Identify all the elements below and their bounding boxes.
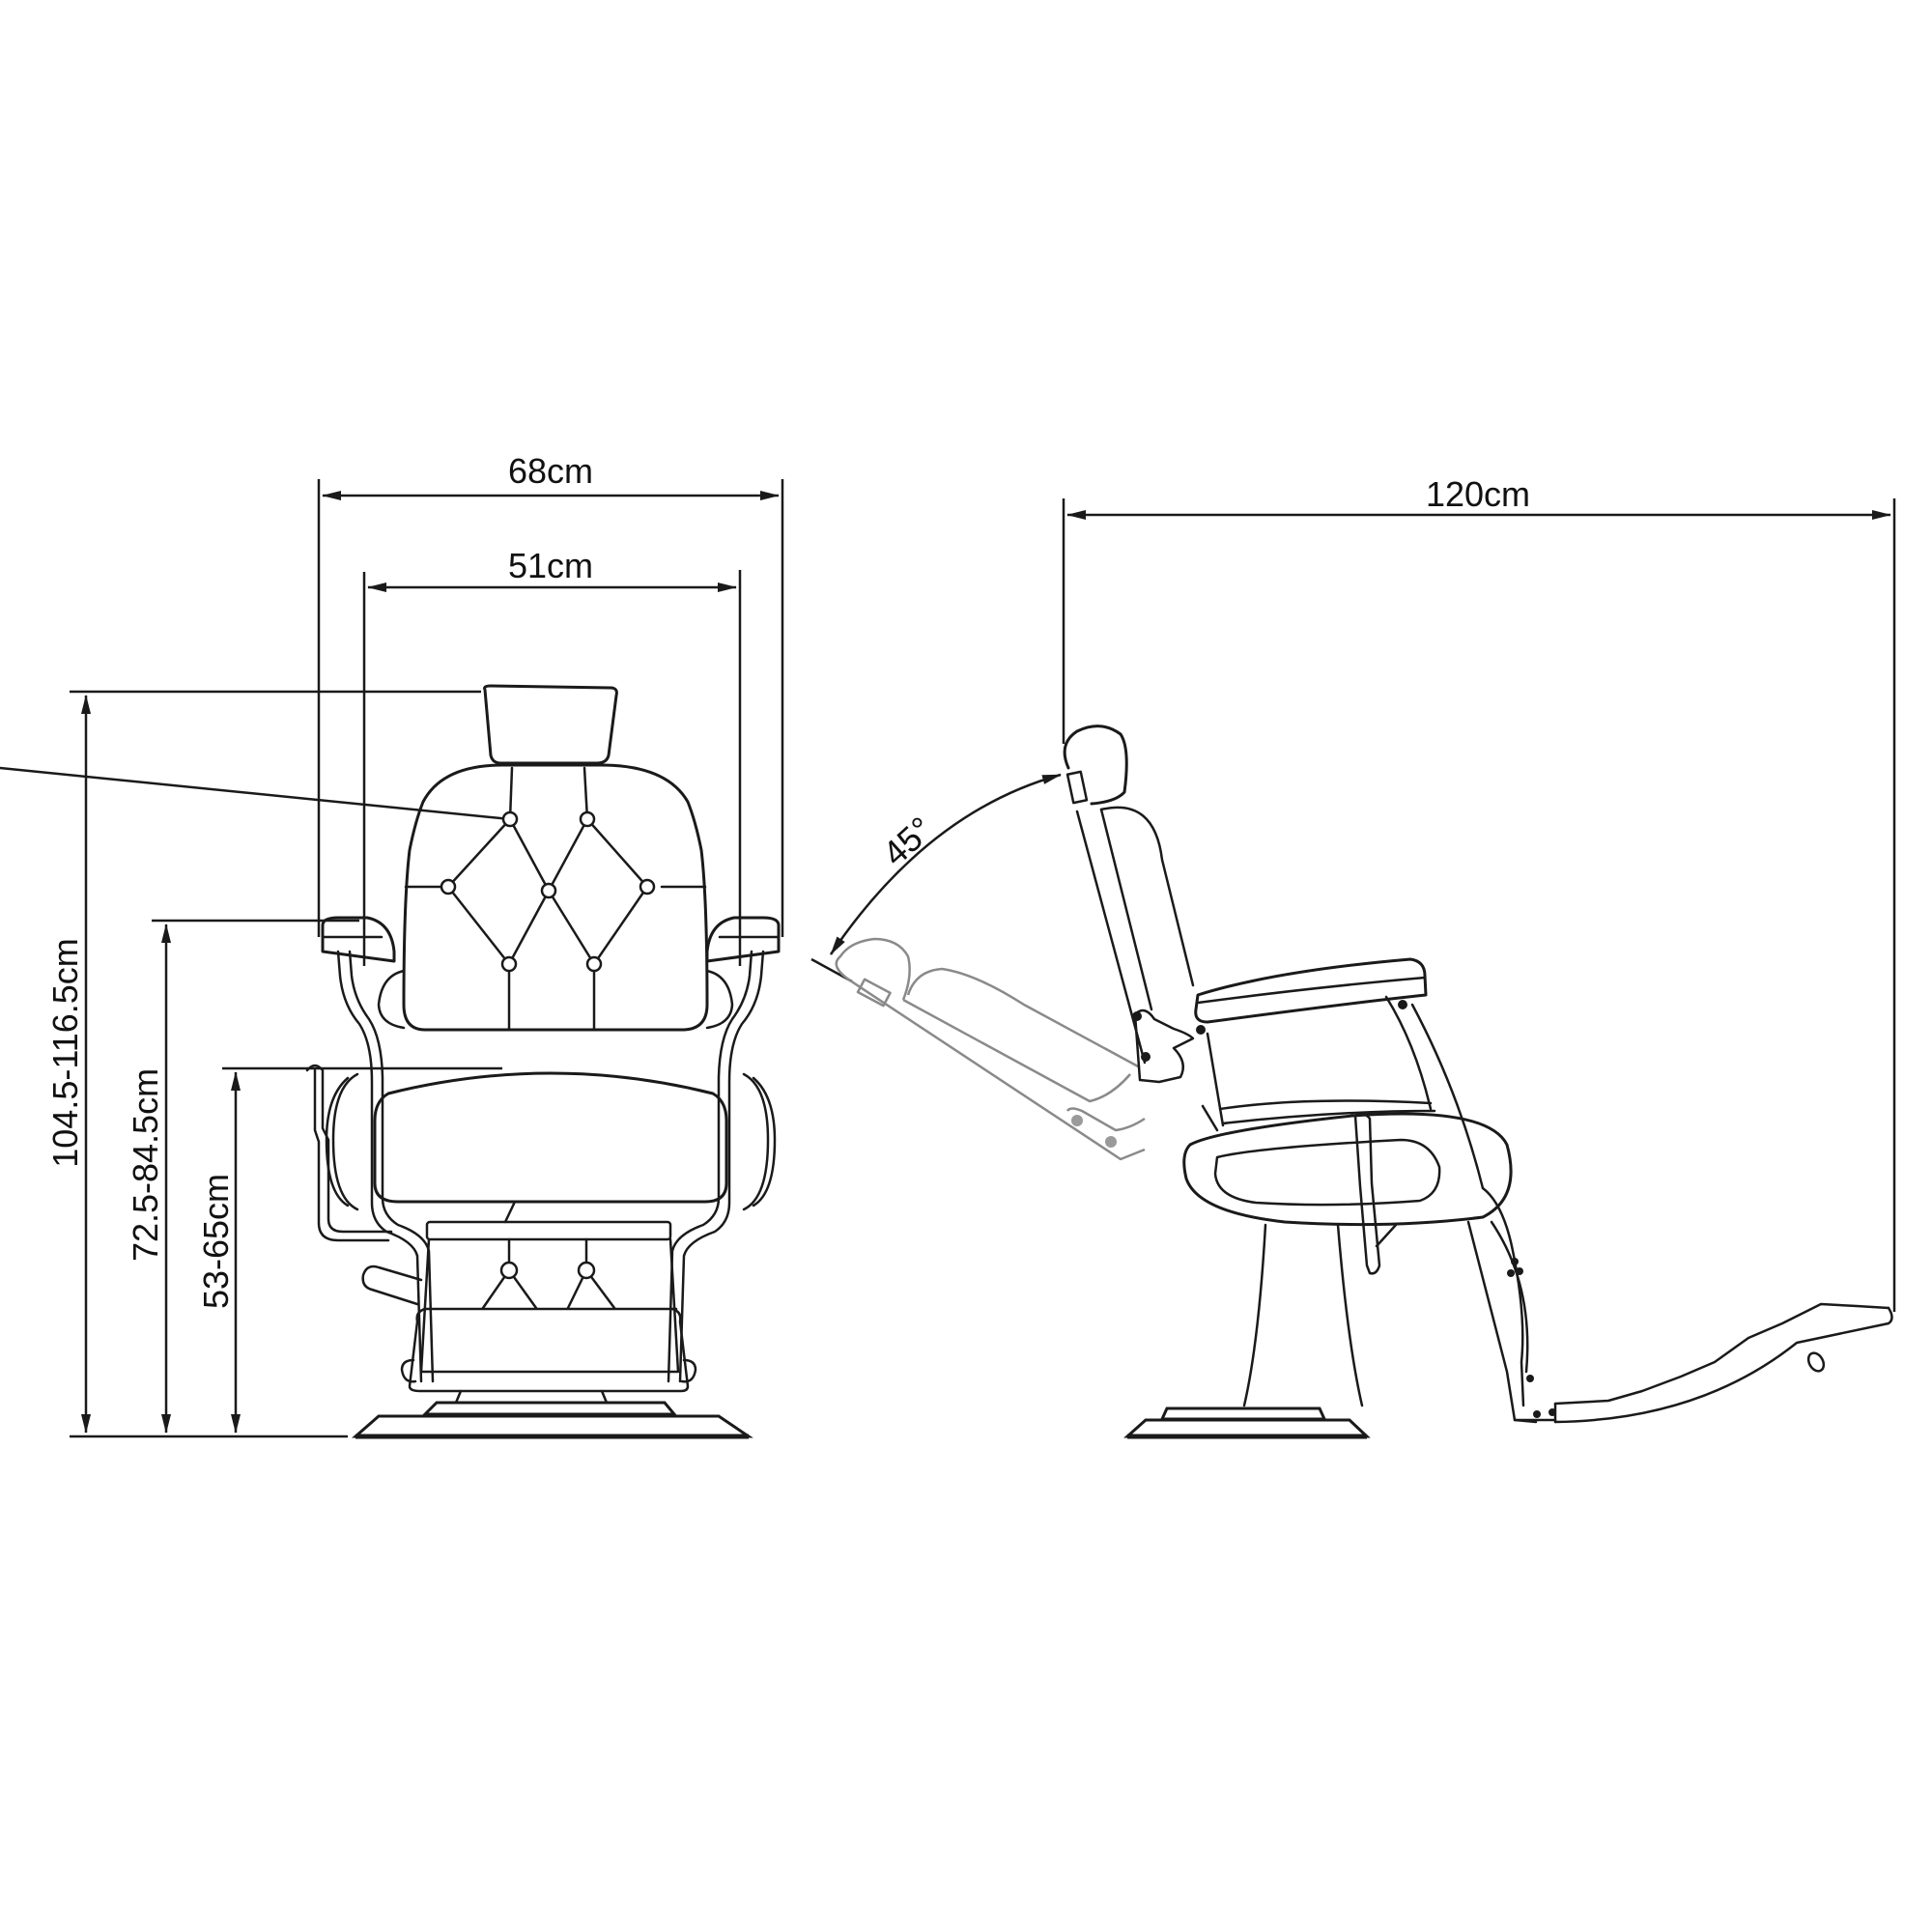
chair-side-illustration [1063,724,1893,1439]
overall-width-label: 68cm [508,451,593,491]
dimension-seat-width: 51cm [362,546,742,966]
dimension-armrest-height: 72.5-84.5cm [126,923,171,1434]
dimension-seat-height: 53-65cm [196,1071,241,1434]
dimension-recline-angle: 45° [810,773,1062,983]
chair-front-illustration [0,684,781,1439]
overall-length-label: 120cm [1426,474,1530,514]
dimension-overall-width: 68cm [317,451,784,937]
reclined-backrest-ghost [835,937,1146,1161]
seat-width-label: 51cm [508,546,593,585]
recline-angle-label: 45° [875,809,941,873]
dimension-overall-length: 120cm [1062,474,1896,1312]
armrest-height-label: 72.5-84.5cm [126,1068,165,1262]
overall-height-label: 104.5-116.5cm [45,938,85,1167]
seat-height-label: 53-65cm [196,1174,236,1309]
dimension-overall-height: 104.5-116.5cm [45,695,91,1434]
side-view: 120cm 45° [810,474,1896,1439]
front-view: 68cm 51cm 104.5-116.5cm 72.5-84.5cm 53-6… [0,451,784,1439]
